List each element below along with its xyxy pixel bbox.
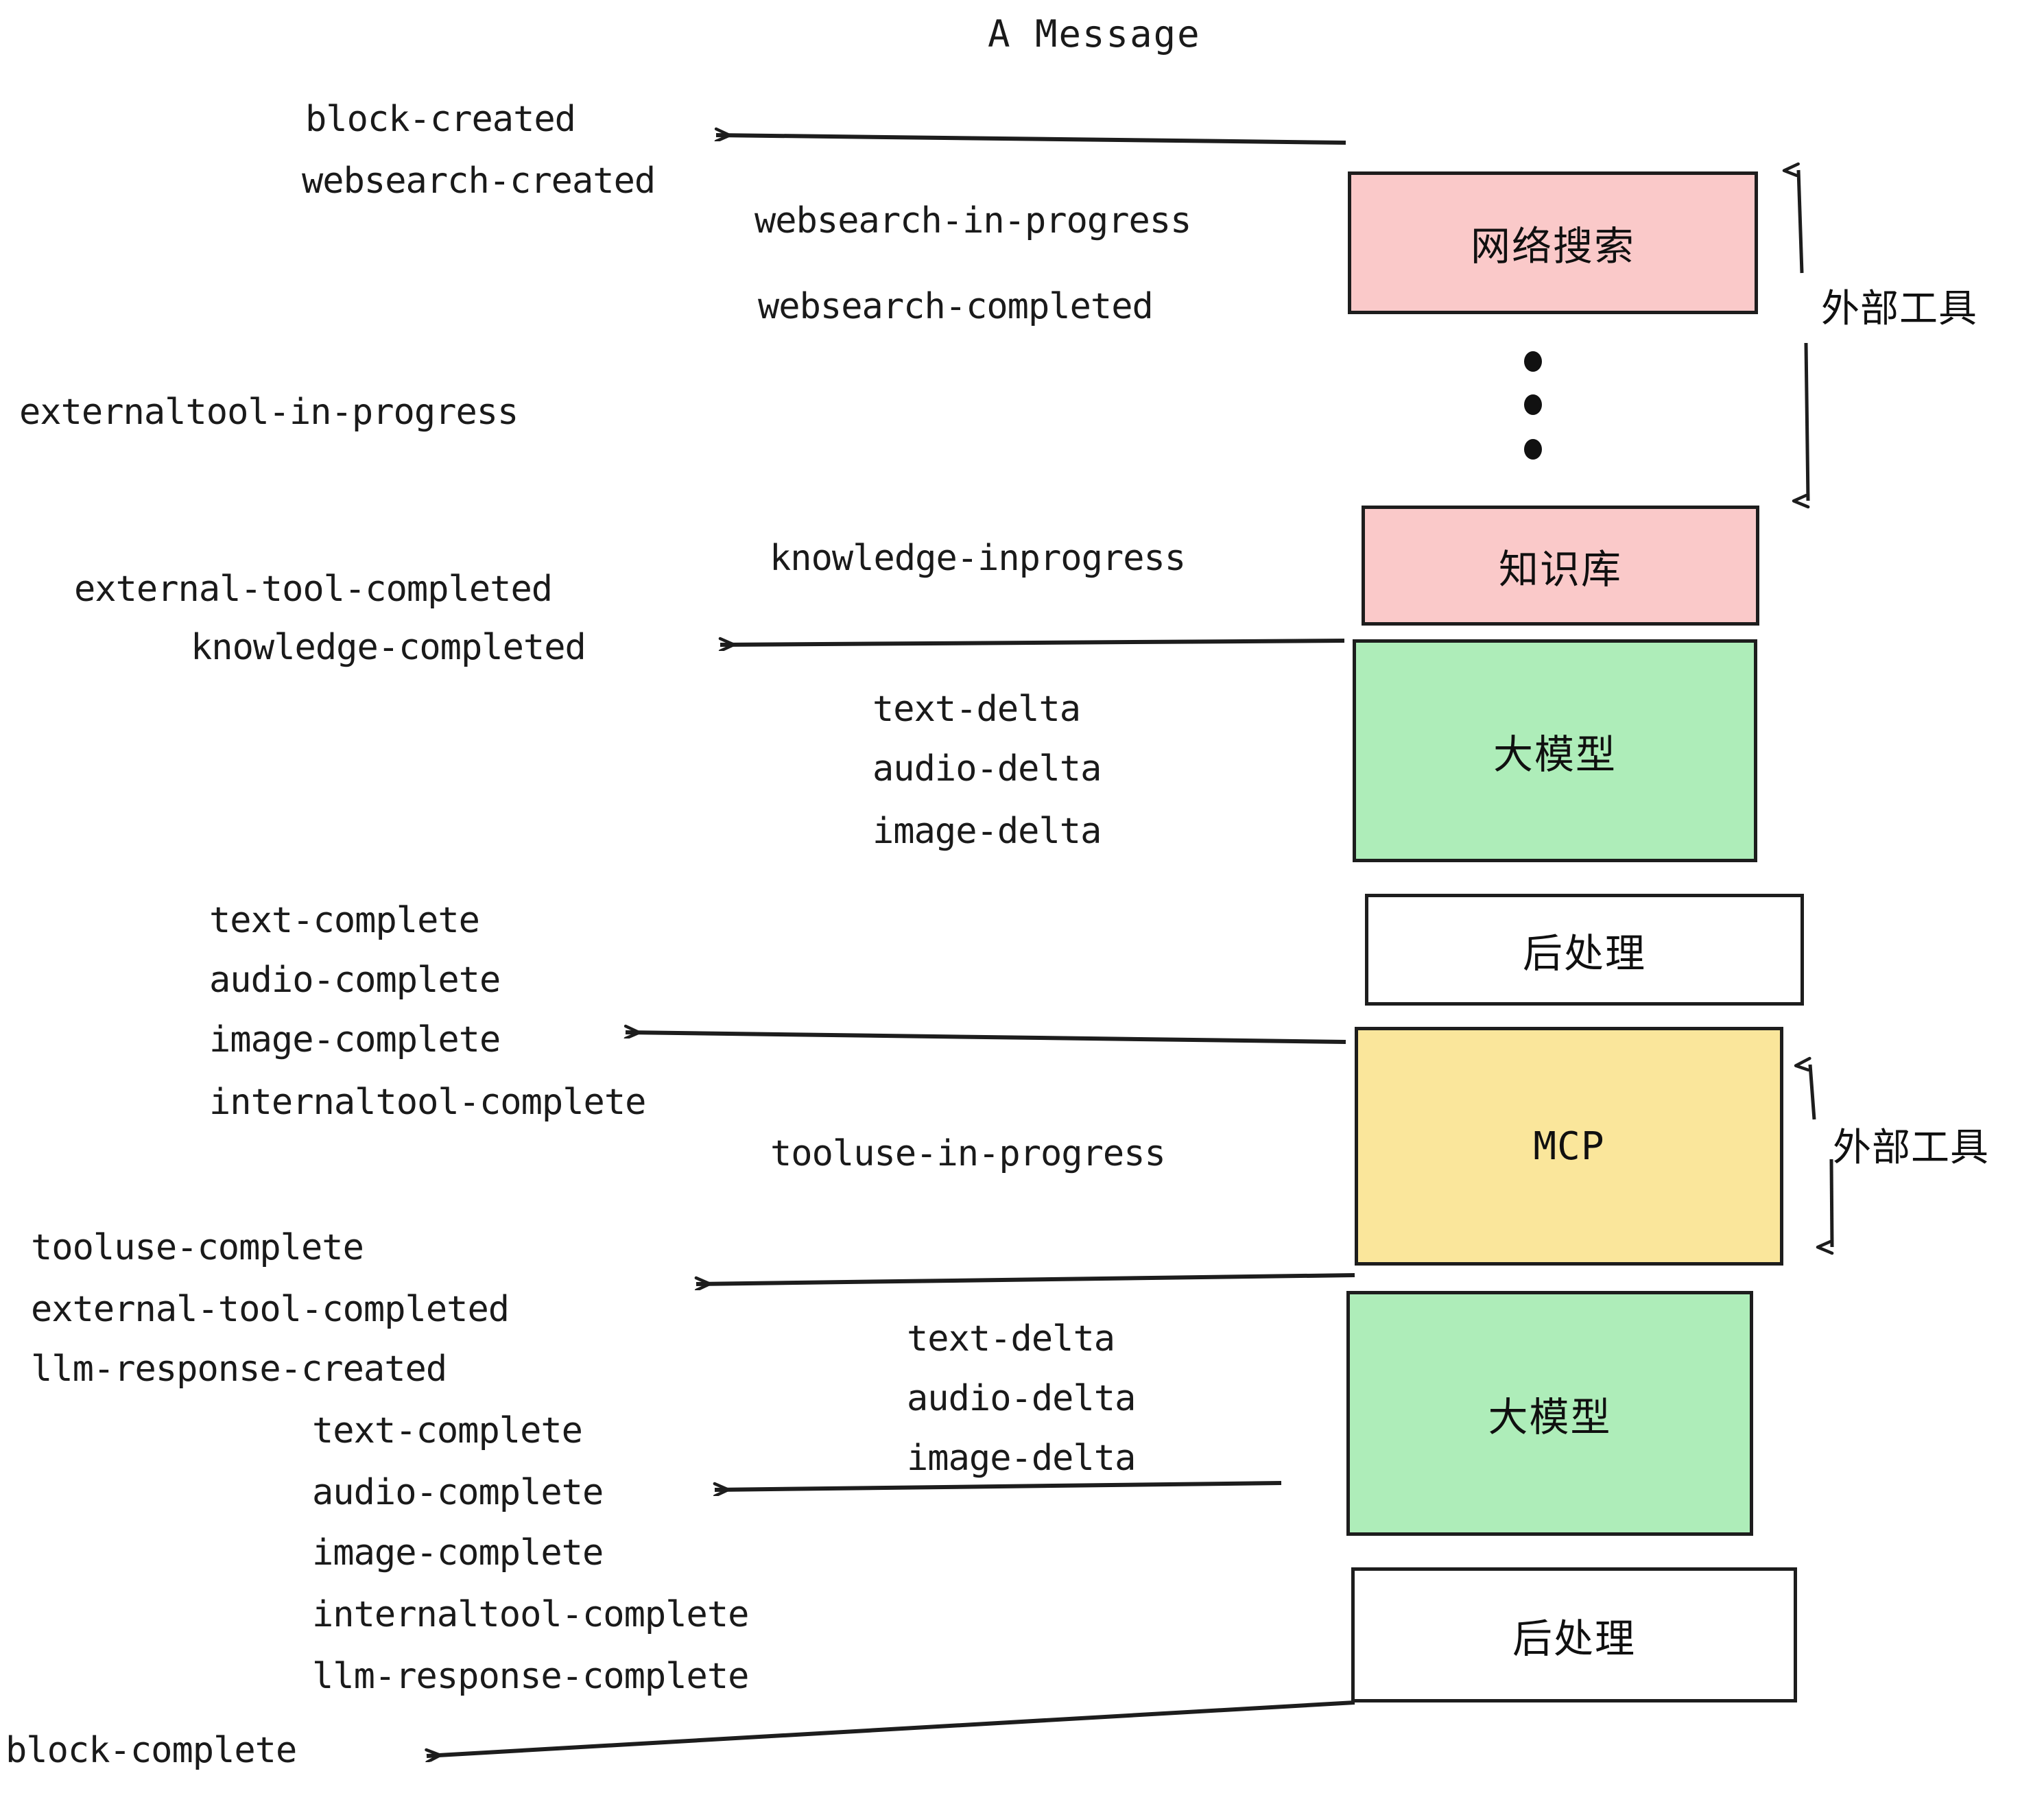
node-llm-1-label: 大模型	[1493, 731, 1617, 778]
event-websearch-created: websearch-created	[302, 161, 656, 202]
event-text-delta-2: text-delta	[907, 1318, 1115, 1360]
arrow-websearch-to-block-created	[716, 135, 1346, 145]
event-external-tool-completed-2: external-tool-completed	[31, 1289, 510, 1330]
event-text-complete-1: text-complete	[209, 900, 480, 941]
node-websearch-label: 网络搜索	[1470, 223, 1635, 270]
event-knowledge-completed: knowledge-completed	[191, 627, 586, 668]
external-tool-label-top: 外部工具	[1821, 287, 1977, 331]
node-postprocess-2[interactable]: 后处理	[1351, 1567, 1797, 1702]
node-postprocess-1[interactable]: 后处理	[1365, 894, 1804, 1006]
event-image-delta-2: image-delta	[907, 1438, 1136, 1479]
event-image-complete-2: image-complete	[312, 1532, 604, 1574]
arrow-knowledge-to-knowledge-completed	[720, 641, 1345, 645]
external-tool-arrow-down-top	[1806, 342, 1810, 501]
external-tool-label-bottom: 外部工具	[1833, 1126, 1989, 1170]
diagram-title: A Message	[988, 12, 1201, 56]
node-websearch[interactable]: 网络搜索	[1348, 171, 1758, 314]
node-postprocess-2-label: 后处理	[1512, 1615, 1636, 1662]
ellipsis-dot-3	[1524, 439, 1542, 460]
event-externaltool-in-progress: externaltool-in-progress	[19, 392, 519, 433]
node-mcp-label: MCP	[1533, 1124, 1605, 1169]
external-tool-arrow-down-bottom	[1831, 1159, 1834, 1247]
event-websearch-completed: websearch-completed	[758, 286, 1154, 327]
node-llm-2-label: 大模型	[1488, 1393, 1612, 1440]
event-knowledge-inprogress: knowledge-inprogress	[770, 538, 1186, 579]
event-text-complete-2: text-complete	[312, 1410, 583, 1451]
arrow-llm2-to-audio-complete	[715, 1481, 1282, 1490]
event-image-delta-1: image-delta	[872, 811, 1102, 852]
arrow-postprocess1-to-image-complete	[626, 1032, 1346, 1044]
event-text-delta-1: text-delta	[872, 689, 1081, 730]
event-tooluse-complete: tooluse-complete	[31, 1227, 364, 1268]
node-llm-2[interactable]: 大模型	[1346, 1291, 1753, 1536]
event-block-created: block-created	[305, 99, 576, 140]
event-llm-response-complete: llm-response-complete	[312, 1656, 749, 1697]
ellipsis-dot-2	[1524, 394, 1542, 415]
event-tooluse-in-progress: tooluse-in-progress	[770, 1133, 1166, 1174]
event-internaltool-complete-2: internaltool-complete	[312, 1594, 749, 1635]
event-external-tool-completed-1: external-tool-completed	[74, 569, 553, 610]
event-internaltool-complete-1: internaltool-complete	[209, 1082, 646, 1123]
event-audio-complete-2: audio-complete	[312, 1472, 604, 1513]
node-llm-1[interactable]: 大模型	[1353, 639, 1757, 862]
event-audio-delta-2: audio-delta	[907, 1378, 1136, 1419]
external-tool-arrow-up-top	[1798, 170, 1804, 274]
node-knowledge[interactable]: 知识库	[1362, 506, 1759, 626]
arrow-mcp-to-tooluse-complete	[696, 1273, 1355, 1284]
external-tool-arrow-up-bottom	[1810, 1065, 1816, 1120]
event-audio-delta-1: audio-delta	[872, 748, 1102, 790]
node-postprocess-1-label: 后处理	[1522, 929, 1646, 977]
event-audio-complete-1: audio-complete	[209, 960, 501, 1001]
event-block-complete: block-complete	[5, 1730, 297, 1771]
node-mcp[interactable]: MCP	[1355, 1027, 1783, 1266]
event-llm-response-created: llm-response-created	[31, 1349, 447, 1390]
event-image-complete-1: image-complete	[209, 1019, 501, 1060]
arrow-postprocess2-to-block-complete	[427, 1700, 1355, 1756]
event-websearch-in-progress: websearch-in-progress	[754, 200, 1191, 241]
ellipsis-dot-1	[1524, 351, 1542, 372]
node-knowledge-label: 知识库	[1498, 545, 1622, 593]
